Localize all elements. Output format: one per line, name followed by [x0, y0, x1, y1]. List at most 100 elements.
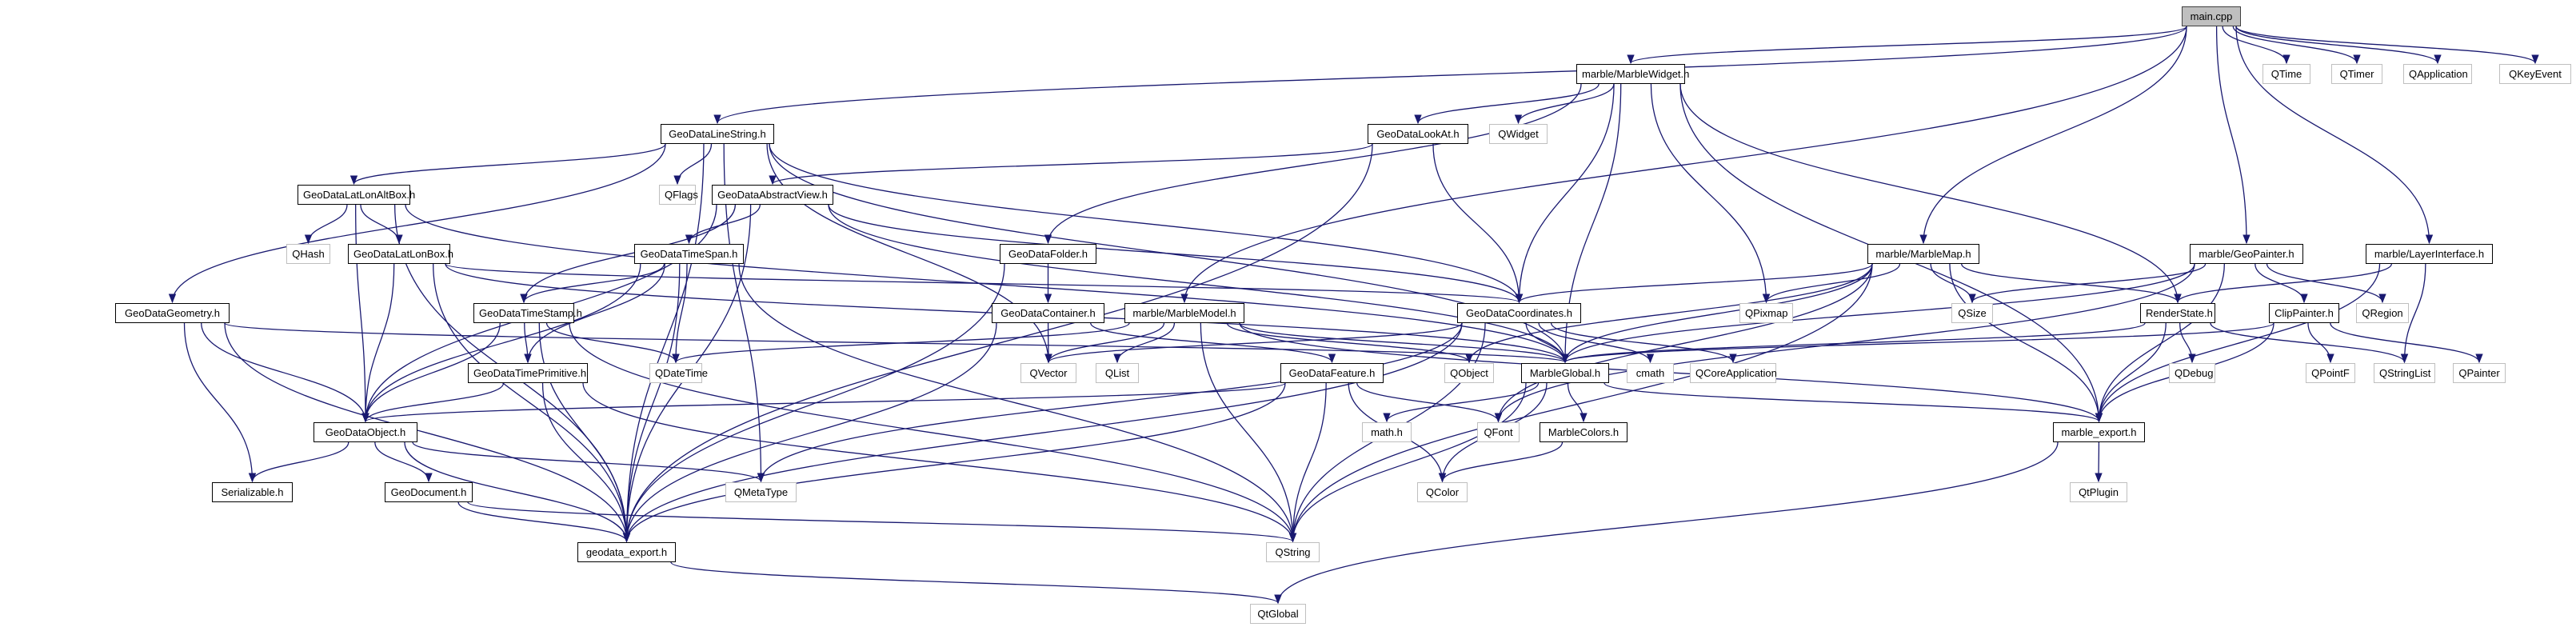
- edge-object-to-geodataexport: [404, 441, 631, 543]
- edge-renderstate-to-marbleexport: [2095, 322, 2167, 423]
- edge-marbleexport-to-qtglobal: [1274, 441, 2059, 605]
- edge-container-to-geodataexport: [622, 322, 997, 543]
- node-coordinates[interactable]: GeoDataCoordinates.h: [1457, 303, 1581, 323]
- node-marblemap[interactable]: marble/MarbleMap.h: [1867, 244, 1979, 264]
- edge-marblewidget-to-folder: [1044, 83, 1582, 245]
- node-abstractview[interactable]: GeoDataAbstractView.h: [712, 185, 833, 205]
- node-label: QFont: [1484, 426, 1513, 438]
- edge-lookat-to-coordinates: [1432, 143, 1524, 304]
- node-label: QDateTime: [655, 367, 708, 379]
- edge-marblecolors-to-qcolor: [1438, 441, 1564, 483]
- node-qstring: QString: [1266, 542, 1320, 562]
- node-renderstate[interactable]: RenderState.h: [2140, 303, 2215, 323]
- node-geodocument[interactable]: GeoDocument.h: [385, 482, 473, 502]
- edge-linestring-to-latlonaltbox: [349, 143, 666, 186]
- node-label: QSize: [1958, 307, 1987, 319]
- node-qapplication: QApplication: [2403, 64, 2472, 84]
- node-marbleglobal[interactable]: MarbleGlobal.h: [1521, 363, 1609, 383]
- node-label: QVector: [1029, 367, 1068, 379]
- node-marblemodel[interactable]: marble/MarbleModel.h: [1124, 303, 1244, 323]
- node-serializable[interactable]: Serializable.h: [212, 482, 293, 502]
- node-latlonbox[interactable]: GeoDataLatLonBox.h: [348, 244, 454, 264]
- node-qpointf: QPointF: [2306, 363, 2355, 383]
- edge-timestamp-to-qdatetime: [545, 322, 680, 364]
- node-label: QRegion: [2362, 307, 2403, 319]
- edge-marblemodel-to-qobject: [1226, 322, 1473, 364]
- edge-clippainter-to-qpainter: [2330, 322, 2483, 364]
- node-label: GeoDataLatLonBox.h: [353, 248, 454, 260]
- node-geometry[interactable]: GeoDataGeometry.h: [115, 303, 230, 323]
- node-latlonaltbox[interactable]: GeoDataLatLonAltBox.h: [298, 185, 415, 205]
- node-geopainter[interactable]: marble/GeoPainter.h: [2190, 244, 2303, 264]
- edge-timeprimitive-to-object: [361, 382, 505, 423]
- edge-latlonbox-to-object: [361, 263, 395, 423]
- node-label: GeoDataCoordinates.h: [1466, 307, 1572, 319]
- node-label: cmath: [1635, 367, 1665, 379]
- node-label: GeoDataFeature.h: [1288, 367, 1376, 379]
- edge-marblemodel-to-marbleglobal: [1239, 322, 1569, 364]
- node-qpixmap: QPixmap: [1739, 303, 1793, 323]
- edge-main-to-qtime: [2222, 26, 2290, 65]
- node-qtime: QTime: [2262, 64, 2310, 84]
- node-feature[interactable]: GeoDataFeature.h: [1280, 363, 1384, 383]
- node-lookat[interactable]: GeoDataLookAt.h: [1368, 124, 1468, 144]
- edge-latlonaltbox-to-latlonbox: [360, 204, 403, 245]
- edge-linestring-to-coordinates: [769, 143, 1524, 304]
- node-qvector: QVector: [1020, 363, 1076, 383]
- edge-marblemap-to-marbleglobal: [1561, 263, 1873, 364]
- edge-main-to-marblemap: [1919, 26, 2187, 245]
- node-label: GeoDataObject.h: [325, 426, 406, 438]
- node-layerinterface[interactable]: marble/LayerInterface.h: [2366, 244, 2493, 264]
- edge-main-to-qtimer: [2232, 26, 2361, 65]
- node-linestring[interactable]: GeoDataLineString.h: [661, 124, 774, 144]
- node-label: main.cpp: [2190, 10, 2233, 22]
- edge-layerinterface-to-renderstate: [2174, 263, 2392, 304]
- node-marblewidget[interactable]: marble/MarbleWidget.h: [1576, 64, 1689, 84]
- edge-geometry-to-geodataexport: [224, 322, 631, 543]
- edge-coordinates-to-qvector: [1044, 322, 1463, 364]
- edge-marblemap-to-qobject: [1465, 263, 1873, 364]
- edge-coordinates-to-cmath: [1538, 322, 1655, 364]
- node-qtglobal: QtGlobal: [1250, 604, 1306, 624]
- edge-linestring-to-qflags: [673, 143, 713, 186]
- node-label: QHash: [292, 248, 325, 260]
- node-label: marble/GeoPainter.h: [2199, 248, 2294, 260]
- node-label: QDebug: [2175, 367, 2214, 379]
- node-label: math.h: [1371, 426, 1403, 438]
- node-clippainter[interactable]: ClipPainter.h: [2269, 303, 2339, 323]
- node-label: QCoreApplication: [1695, 367, 1777, 379]
- node-container[interactable]: GeoDataContainer.h: [992, 303, 1104, 323]
- node-folder[interactable]: GeoDataFolder.h: [1000, 244, 1096, 264]
- node-marblecolors[interactable]: MarbleColors.h: [1540, 422, 1627, 442]
- node-timestamp[interactable]: GeoDataTimeStamp.h: [473, 303, 582, 323]
- edge-main-to-marblemodel: [1180, 26, 2187, 304]
- edge-latlonbox-to-coordinates: [445, 263, 1523, 304]
- edge-timestamp-to-geodataexport: [538, 322, 631, 543]
- edge-marblemodel-to-qvector: [1044, 322, 1165, 364]
- node-label: GeoDataLatLonAltBox.h: [303, 189, 416, 201]
- node-qregion: QRegion: [2356, 303, 2409, 323]
- edge-marblemap-to-qsize: [1930, 263, 1976, 304]
- node-marbleexport[interactable]: marble_export.h: [2053, 422, 2145, 442]
- edge-clippainter-to-qpointf: [2307, 322, 2334, 364]
- node-qdebug: QDebug: [2169, 363, 2215, 383]
- node-mathh: math.h: [1362, 422, 1412, 442]
- edge-marblewidget-to-renderstate: [1679, 83, 2182, 304]
- node-label: marble_export.h: [2061, 426, 2137, 438]
- node-timeprimitive[interactable]: GeoDataTimePrimitive.h: [468, 363, 588, 383]
- node-timespan[interactable]: GeoDataTimeSpan.h: [634, 244, 744, 264]
- node-label: MarbleColors.h: [1548, 426, 1619, 438]
- node-geodataexport[interactable]: geodata_export.h: [577, 542, 676, 562]
- node-object[interactable]: GeoDataObject.h: [314, 422, 417, 442]
- edge-geopainter-to-qsize: [1968, 263, 2207, 304]
- edge-geodataexport-to-qtglobal: [670, 561, 1282, 605]
- edge-timespan-to-geodataexport: [622, 263, 681, 543]
- node-main[interactable]: main.cpp: [2182, 6, 2241, 26]
- edge-marblemodel-to-qlist: [1113, 322, 1176, 364]
- node-label: GeoDataLineString.h: [669, 128, 766, 140]
- edge-geodocument-to-geodataexport: [457, 501, 631, 543]
- node-qmetatype: QMetaType: [725, 482, 797, 502]
- edge-lookat-to-geodataexport: [622, 143, 1373, 543]
- node-label: QWidget: [1498, 128, 1539, 140]
- edge-main-to-qapplication: [2235, 26, 2442, 65]
